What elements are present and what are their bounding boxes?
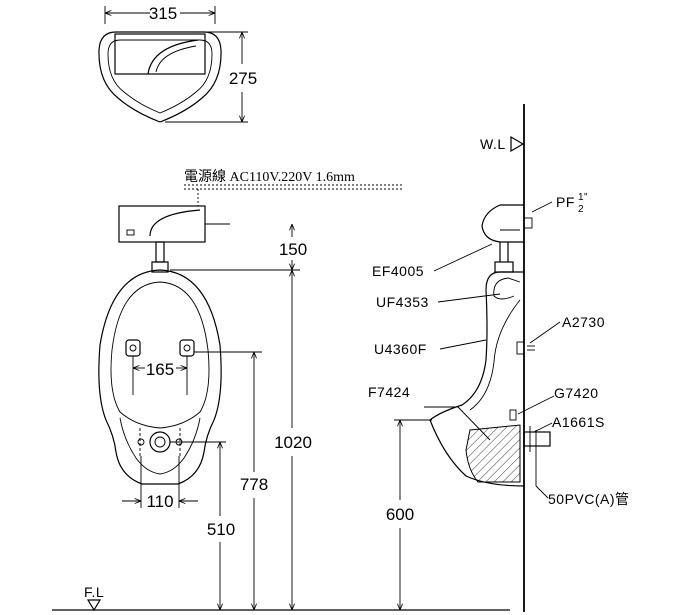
part-g7420: G7420 xyxy=(554,385,599,401)
part-a2730: A2730 xyxy=(562,314,605,330)
urinal-side-inner xyxy=(469,299,521,411)
wall-label: W.L xyxy=(480,136,506,152)
sensor-front-curve xyxy=(149,209,201,237)
spud-pipe xyxy=(155,241,165,263)
spud-nut xyxy=(151,261,169,273)
dim-275: 275 xyxy=(229,69,257,88)
sensor-top xyxy=(114,33,206,75)
mount-bracket-right xyxy=(179,339,195,357)
sensor-curve xyxy=(147,39,199,75)
drain-pipe xyxy=(523,431,551,447)
leader-f7424-b xyxy=(457,406,491,441)
part-a1661s: A1661S xyxy=(552,414,605,430)
top-view: 315 275 xyxy=(98,4,257,123)
part-ef4005: EF4005 xyxy=(372,263,424,279)
dim-110: 110 xyxy=(146,492,173,511)
sensor-front xyxy=(118,205,206,243)
urinal-lower-curve xyxy=(119,417,201,475)
leader-a1661s xyxy=(533,422,553,433)
spreader xyxy=(493,277,521,300)
pf-fitting xyxy=(523,217,533,229)
part-f7424: F7424 xyxy=(368,384,410,400)
trap-hatched xyxy=(465,424,521,483)
bracket-a2730 xyxy=(516,341,525,355)
urinal-front-outline xyxy=(98,269,222,485)
part-pf-frac-num: 1" xyxy=(578,192,588,203)
dim-510: 510 xyxy=(207,520,235,539)
sensor-curve-inner xyxy=(155,45,197,73)
part-u4360f: U4360F xyxy=(374,341,427,357)
bolt-g7420 xyxy=(509,409,517,421)
floor-marker-icon xyxy=(86,599,102,612)
dim-1020: 1020 xyxy=(274,433,312,452)
front-view: 電源線 AC110V.220V 1.6mm xyxy=(52,169,510,612)
cable-caption: 電源線 AC110V.220V 1.6mm xyxy=(184,169,355,185)
urinal-top-inner xyxy=(107,39,213,114)
leader-a2730 xyxy=(529,321,561,344)
part-uf4353: UF4353 xyxy=(376,294,429,310)
leader-pf xyxy=(531,201,553,213)
dim-315: 315 xyxy=(149,4,177,23)
urinal-side-outline xyxy=(429,271,525,487)
leader-ef xyxy=(433,243,493,272)
dim-600: 600 xyxy=(386,505,414,524)
leader-pipe-a xyxy=(535,485,549,499)
dim-150: 150 xyxy=(279,240,307,259)
dim-165: 165 xyxy=(146,360,174,379)
wall-marker-icon xyxy=(510,135,525,153)
side-view: W.L PF 1" 2 EF4005 UF4353 xyxy=(368,104,630,612)
leader-uf xyxy=(437,293,501,303)
dim-778: 778 xyxy=(240,475,268,494)
sensor-indicator xyxy=(126,229,135,236)
flush-nut xyxy=(494,261,514,273)
mount-bracket-left xyxy=(125,339,141,357)
sensor-side xyxy=(481,204,524,243)
leader-u4360f xyxy=(439,339,487,350)
urinal-top-outline xyxy=(98,31,222,123)
urinal-bowl xyxy=(110,281,210,429)
part-pipe: 50PVC(A)管 xyxy=(548,491,630,507)
leader-g7420 xyxy=(517,395,555,415)
part-pf-frac-den: 2 xyxy=(578,204,584,215)
part-pf: PF xyxy=(556,194,575,210)
floor-label: F.L xyxy=(84,584,104,600)
